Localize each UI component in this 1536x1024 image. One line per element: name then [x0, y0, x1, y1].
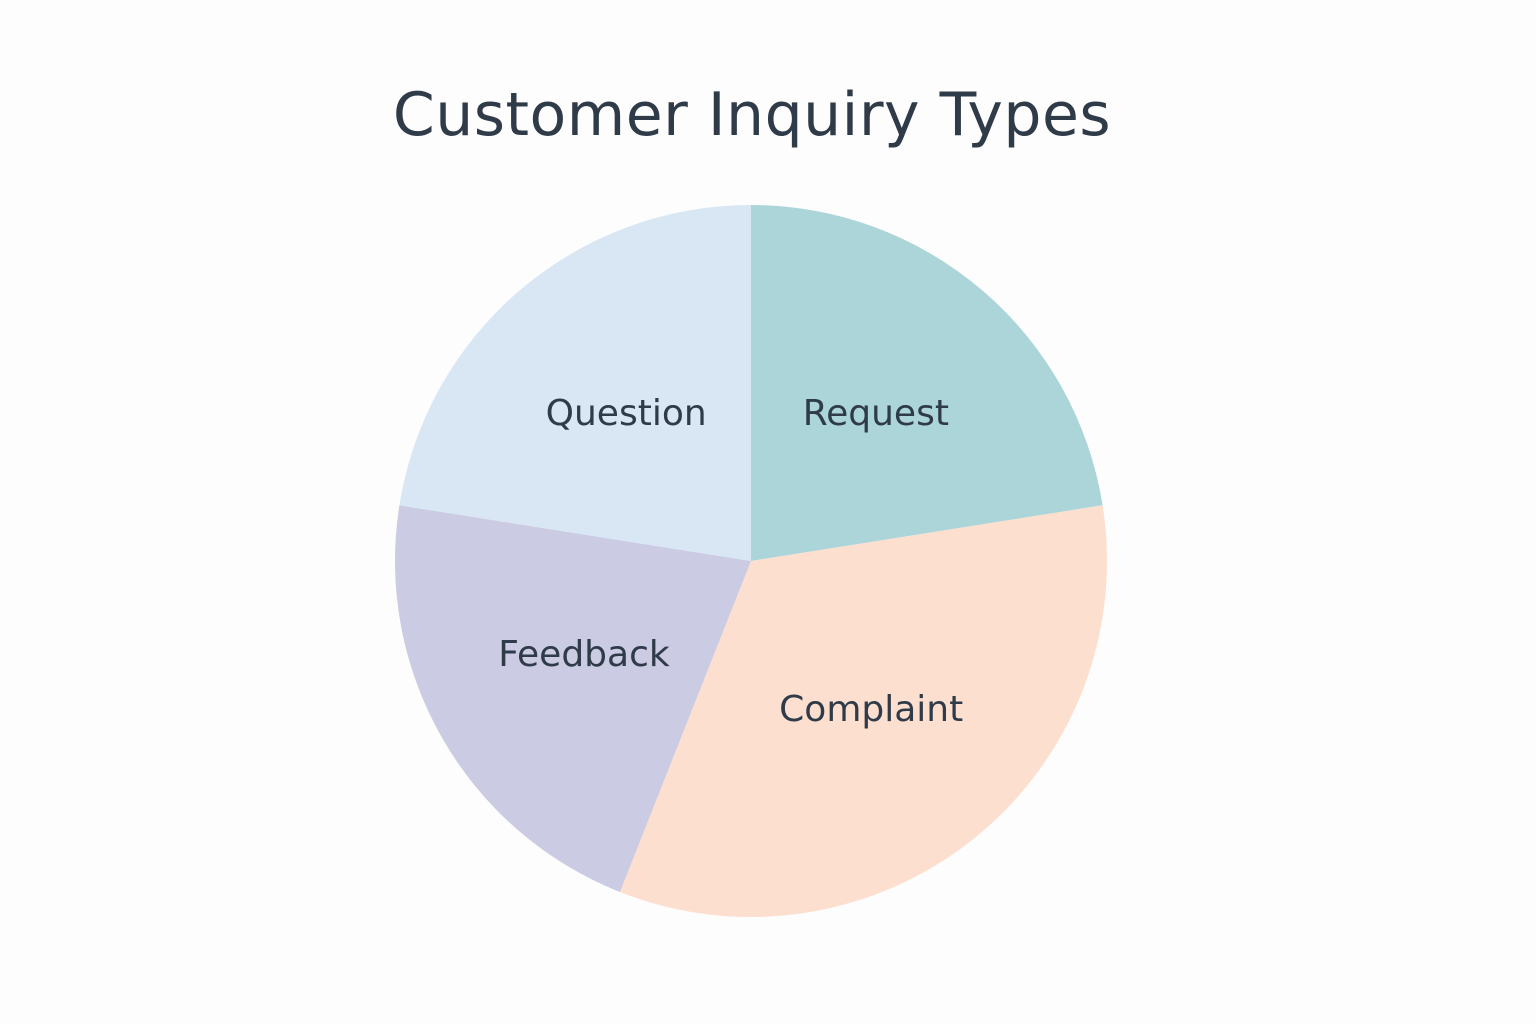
- pie-slice-feedback: [395, 505, 751, 893]
- chart-title: Customer Inquiry Types: [392, 80, 1112, 150]
- pie-label-request: Request: [803, 393, 949, 434]
- pie-label-question: Question: [546, 393, 707, 434]
- pie-slice-question: [399, 205, 751, 561]
- pie-slices: [395, 205, 1108, 918]
- pie-slice-complaint: [619, 505, 1108, 918]
- pie-slice-request: [751, 205, 1103, 561]
- pie-label-feedback: Feedback: [498, 634, 670, 675]
- pie-label-complaint: Complaint: [779, 689, 963, 730]
